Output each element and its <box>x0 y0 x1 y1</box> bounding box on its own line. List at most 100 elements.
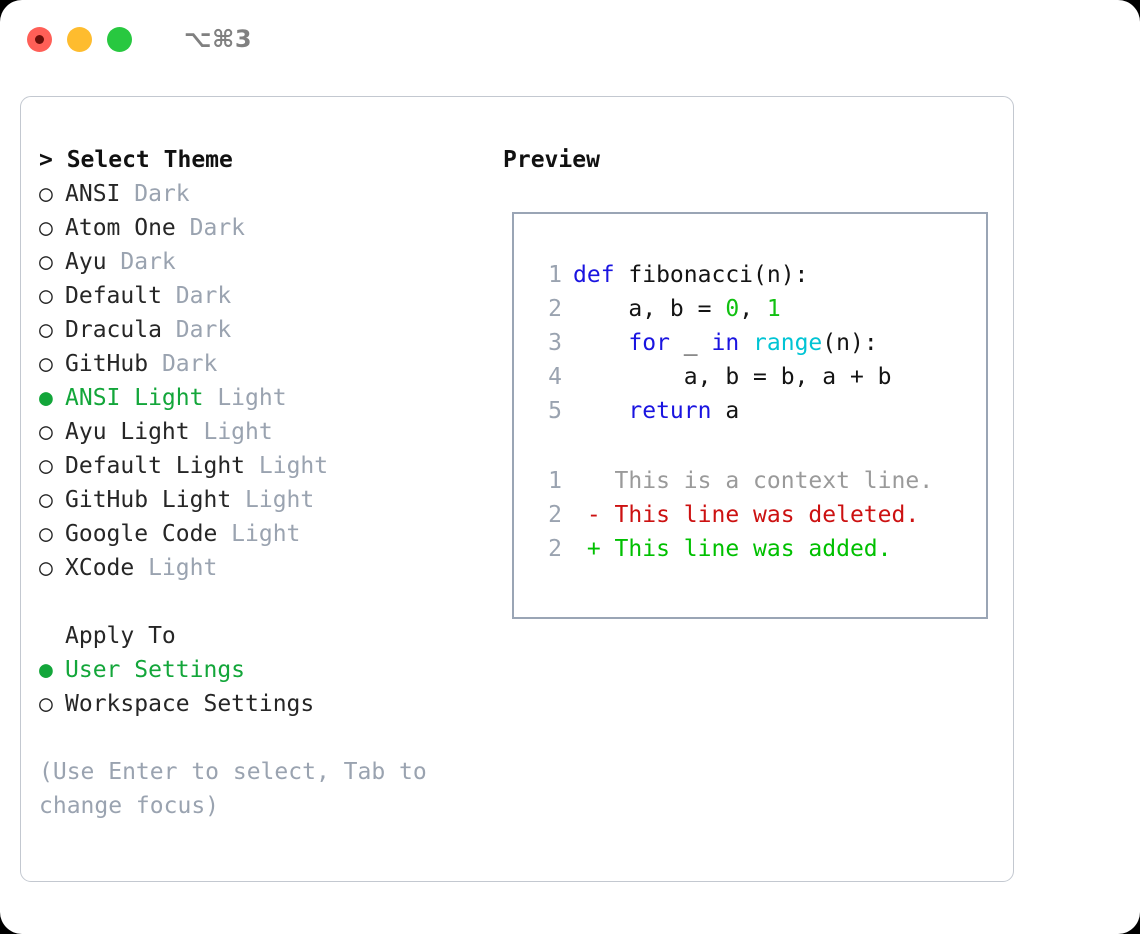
code-token: (n): <box>822 330 878 356</box>
code-line: 5 return a <box>532 394 986 428</box>
traffic-lights <box>27 26 132 52</box>
radio-unselected-icon: ○ <box>39 691 53 717</box>
theme-option-label: Dracula <box>65 317 176 343</box>
radio-unselected-icon: ○ <box>39 181 53 207</box>
diff-text: This line was deleted. <box>600 502 920 528</box>
diff-marker: + <box>573 536 601 562</box>
theme-option-label: Ayu <box>65 249 121 275</box>
code-token <box>739 330 753 356</box>
preview-panel: Preview 1 def fibonacci(n): 2 a, b = 0, 1 3… <box>491 143 1013 823</box>
code-sample: 1 def fibonacci(n): 2 a, b = 0, 1 3 for _ i… <box>532 258 986 428</box>
radio-unselected-icon: ○ <box>39 351 53 377</box>
radio-unselected-icon: ○ <box>39 283 53 309</box>
apply-to-options: ● User Settings ○ Workspace Settings <box>39 653 491 721</box>
theme-option-default[interactable]: ○ Default Dark <box>39 279 491 313</box>
line-number: 4 <box>548 364 562 390</box>
theme-picker-header: > Select Theme <box>39 147 233 173</box>
code-token: fibonacci(n): <box>614 262 809 288</box>
theme-variant-badge: Dark <box>189 215 246 241</box>
theme-variant-badge: Light <box>231 521 301 547</box>
radio-unselected-icon: ○ <box>39 317 53 343</box>
radio-unselected-icon: ○ <box>39 555 53 581</box>
code-token: range <box>753 330 823 356</box>
theme-option-xcode[interactable]: ○XCode Light <box>39 551 491 585</box>
code-line: 1 def fibonacci(n): <box>532 258 986 292</box>
code-token: def <box>573 262 615 288</box>
title-bar: ⌥⌘3 <box>0 0 1140 78</box>
preview-title: Preview <box>503 147 600 173</box>
line-number: 2 <box>548 536 562 562</box>
minimize-button[interactable] <box>67 26 92 52</box>
theme-option-label: Default <box>65 283 176 309</box>
apply-to-option-label: Workspace Settings <box>65 691 315 717</box>
radio-selected-icon: ● <box>39 657 53 683</box>
apply-to-header: Apply To <box>39 619 491 653</box>
code-preview-box: 1 def fibonacci(n): 2 a, b = 0, 1 3 for _ i… <box>512 212 988 619</box>
diff-line-del: 2 - This line was deleted. <box>532 498 986 532</box>
line-number: 1 <box>548 262 562 288</box>
theme-variant-badge: Light <box>203 419 273 445</box>
diff-text: This line was added. <box>600 536 892 562</box>
theme-list: > Select Theme ○ANSI Dark○Atom One Dark○… <box>39 143 491 585</box>
diff-sample: 1 This is a context line.2 - This line w… <box>532 464 986 566</box>
keyboard-hint: (Use Enter to select, Tab to change focu… <box>39 759 441 819</box>
theme-variant-badge: Dark <box>175 283 232 309</box>
code-token: 1 <box>766 296 781 322</box>
theme-option-google-code[interactable]: ○Google Code Light <box>39 517 491 551</box>
content-frame: > Select Theme ○ANSI Dark○Atom One Dark○… <box>20 96 1014 882</box>
theme-option-ansi[interactable]: ○ANSI Dark <box>39 177 491 211</box>
theme-option-ayu-light[interactable]: ○ Ayu Light Light <box>39 415 491 449</box>
theme-option-github-light[interactable]: ○GitHub Light Light <box>39 483 491 517</box>
apply-to-group: Apply To ● User Settings ○ Workspace Settin… <box>39 619 491 721</box>
code-line: 2 a, b = 0, 1 <box>532 292 986 326</box>
theme-variant-badge: Light <box>217 385 287 411</box>
diff-text: This is a context line. <box>600 468 934 494</box>
theme-option-ansi-light[interactable]: ● ANSI Light Light <box>39 381 491 415</box>
maximize-button[interactable] <box>107 26 132 52</box>
code-token: 0 <box>725 296 740 322</box>
apply-to-option-label: User Settings <box>65 657 246 683</box>
theme-option-ayu[interactable]: ○Ayu Dark <box>39 245 491 279</box>
diff-line-ctx: 1 This is a context line. <box>532 464 986 498</box>
code-token <box>573 330 628 356</box>
radio-unselected-icon: ○ <box>39 521 53 547</box>
theme-option-label: GitHub Light <box>65 487 246 513</box>
diff-marker <box>573 468 601 494</box>
diff-line-add: 2 + This line was added. <box>532 532 986 566</box>
close-button[interactable] <box>27 26 52 52</box>
code-token: in <box>711 330 740 356</box>
theme-options: ○ANSI Dark○Atom One Dark○Ayu Dark○Defaul… <box>39 177 491 585</box>
code-token: for <box>628 330 670 356</box>
line-number: 2 <box>548 296 562 322</box>
radio-selected-icon: ● <box>39 385 53 411</box>
radio-unselected-icon: ○ <box>39 215 53 241</box>
line-number: 5 <box>548 398 562 424</box>
radio-unselected-icon: ○ <box>39 487 53 513</box>
theme-option-atom-one[interactable]: ○ Atom One Dark <box>39 211 491 245</box>
code-line: 4 a, b = b, a + b <box>532 360 986 394</box>
line-number: 3 <box>548 330 562 356</box>
theme-option-default-light[interactable]: ○Default Light Light <box>39 449 491 483</box>
apply-to-option-user-settings[interactable]: ● User Settings <box>39 653 491 687</box>
theme-variant-badge: Light <box>258 453 329 479</box>
theme-variant-badge: Dark <box>134 181 190 207</box>
diff-marker: - <box>573 502 601 528</box>
radio-unselected-icon: ○ <box>39 419 53 445</box>
theme-option-dracula[interactable]: ○ Dracula Dark <box>39 313 491 347</box>
theme-option-label: Ayu Light <box>65 419 204 445</box>
radio-unselected-icon: ○ <box>39 249 53 275</box>
code-token: _ <box>669 330 712 356</box>
code-token: a, b = <box>573 296 726 322</box>
apply-to-option-workspace-settings[interactable]: ○ Workspace Settings <box>39 687 491 721</box>
theme-option-label: Atom One <box>65 215 190 241</box>
theme-option-label: ANSI Light <box>65 385 218 411</box>
keyboard-shortcut-label: ⌥⌘3 <box>184 25 253 53</box>
code-token: a <box>711 398 740 424</box>
theme-variant-badge: Dark <box>175 317 232 343</box>
theme-option-github[interactable]: ○GitHub Dark <box>39 347 491 381</box>
code-token: return <box>628 398 712 424</box>
theme-variant-badge: Light <box>148 555 218 581</box>
theme-option-label: GitHub <box>65 351 162 377</box>
code-token: a, b = b, a + b <box>573 364 892 390</box>
